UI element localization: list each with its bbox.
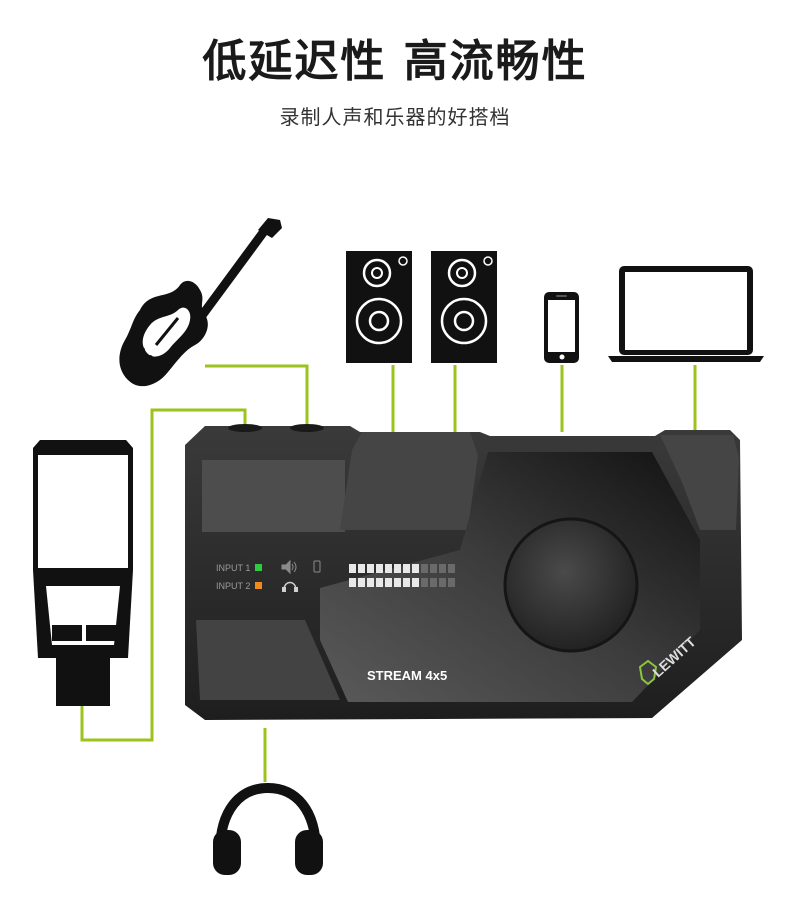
- meter-segment: [421, 578, 428, 587]
- meter-segment: [358, 578, 365, 587]
- volume-knob: [503, 517, 639, 653]
- input-2-led: [255, 582, 262, 589]
- microphone-icon: [33, 440, 133, 706]
- input-1-led: [255, 564, 262, 571]
- meter-segment: [439, 564, 446, 573]
- input-1-label: INPUT 1: [216, 563, 250, 573]
- meter-segment: [421, 564, 428, 573]
- meter-segment: [349, 564, 356, 573]
- page-subtitle: 录制人声和乐器的好搭档: [279, 105, 511, 129]
- speaker-output-icon: [281, 559, 297, 575]
- speaker-right-icon: [431, 251, 497, 363]
- cables: [80, 364, 697, 782]
- meter-segment: [448, 564, 455, 573]
- meter-segment: [403, 578, 410, 587]
- input-2-label: INPUT 2: [216, 581, 250, 591]
- headphones-icon: [213, 782, 323, 875]
- meter-segment: [394, 578, 401, 587]
- meter-segment: [385, 564, 392, 573]
- meter-segment: [448, 578, 455, 587]
- laptop-icon: [608, 266, 764, 362]
- meter-segment: [349, 578, 356, 587]
- meter-segment: [439, 578, 446, 587]
- speaker-left-icon: [346, 251, 412, 363]
- meter-segment: [376, 578, 383, 587]
- meter-segment: [367, 578, 374, 587]
- electric-guitar-icon: [119, 218, 282, 387]
- page-title: 低延迟性 高流畅性: [202, 36, 588, 87]
- headphone-output-icon: [282, 581, 298, 592]
- mobile-status-icon: [313, 560, 321, 573]
- lewitt-logo-icon: [638, 659, 658, 686]
- audio-interface-device: INPUT 1 INPUT 2 STREAM 4x5 LEWITT: [185, 424, 742, 720]
- meter-segment: [367, 564, 374, 573]
- meter-segment: [376, 564, 383, 573]
- meter-segment: [430, 578, 437, 587]
- meter-segment: [385, 578, 392, 587]
- meter-segment: [412, 564, 419, 573]
- microphone-cable: [80, 408, 247, 742]
- meter-segment: [394, 564, 401, 573]
- meter-segment: [358, 564, 365, 573]
- meter-segment: [412, 578, 419, 587]
- guitar-cable: [205, 364, 309, 428]
- model-label: STREAM 4x5: [367, 668, 447, 683]
- smartphone-icon: [544, 292, 579, 363]
- level-meter: [349, 564, 455, 587]
- meter-segment: [403, 564, 410, 573]
- meter-segment: [430, 564, 437, 573]
